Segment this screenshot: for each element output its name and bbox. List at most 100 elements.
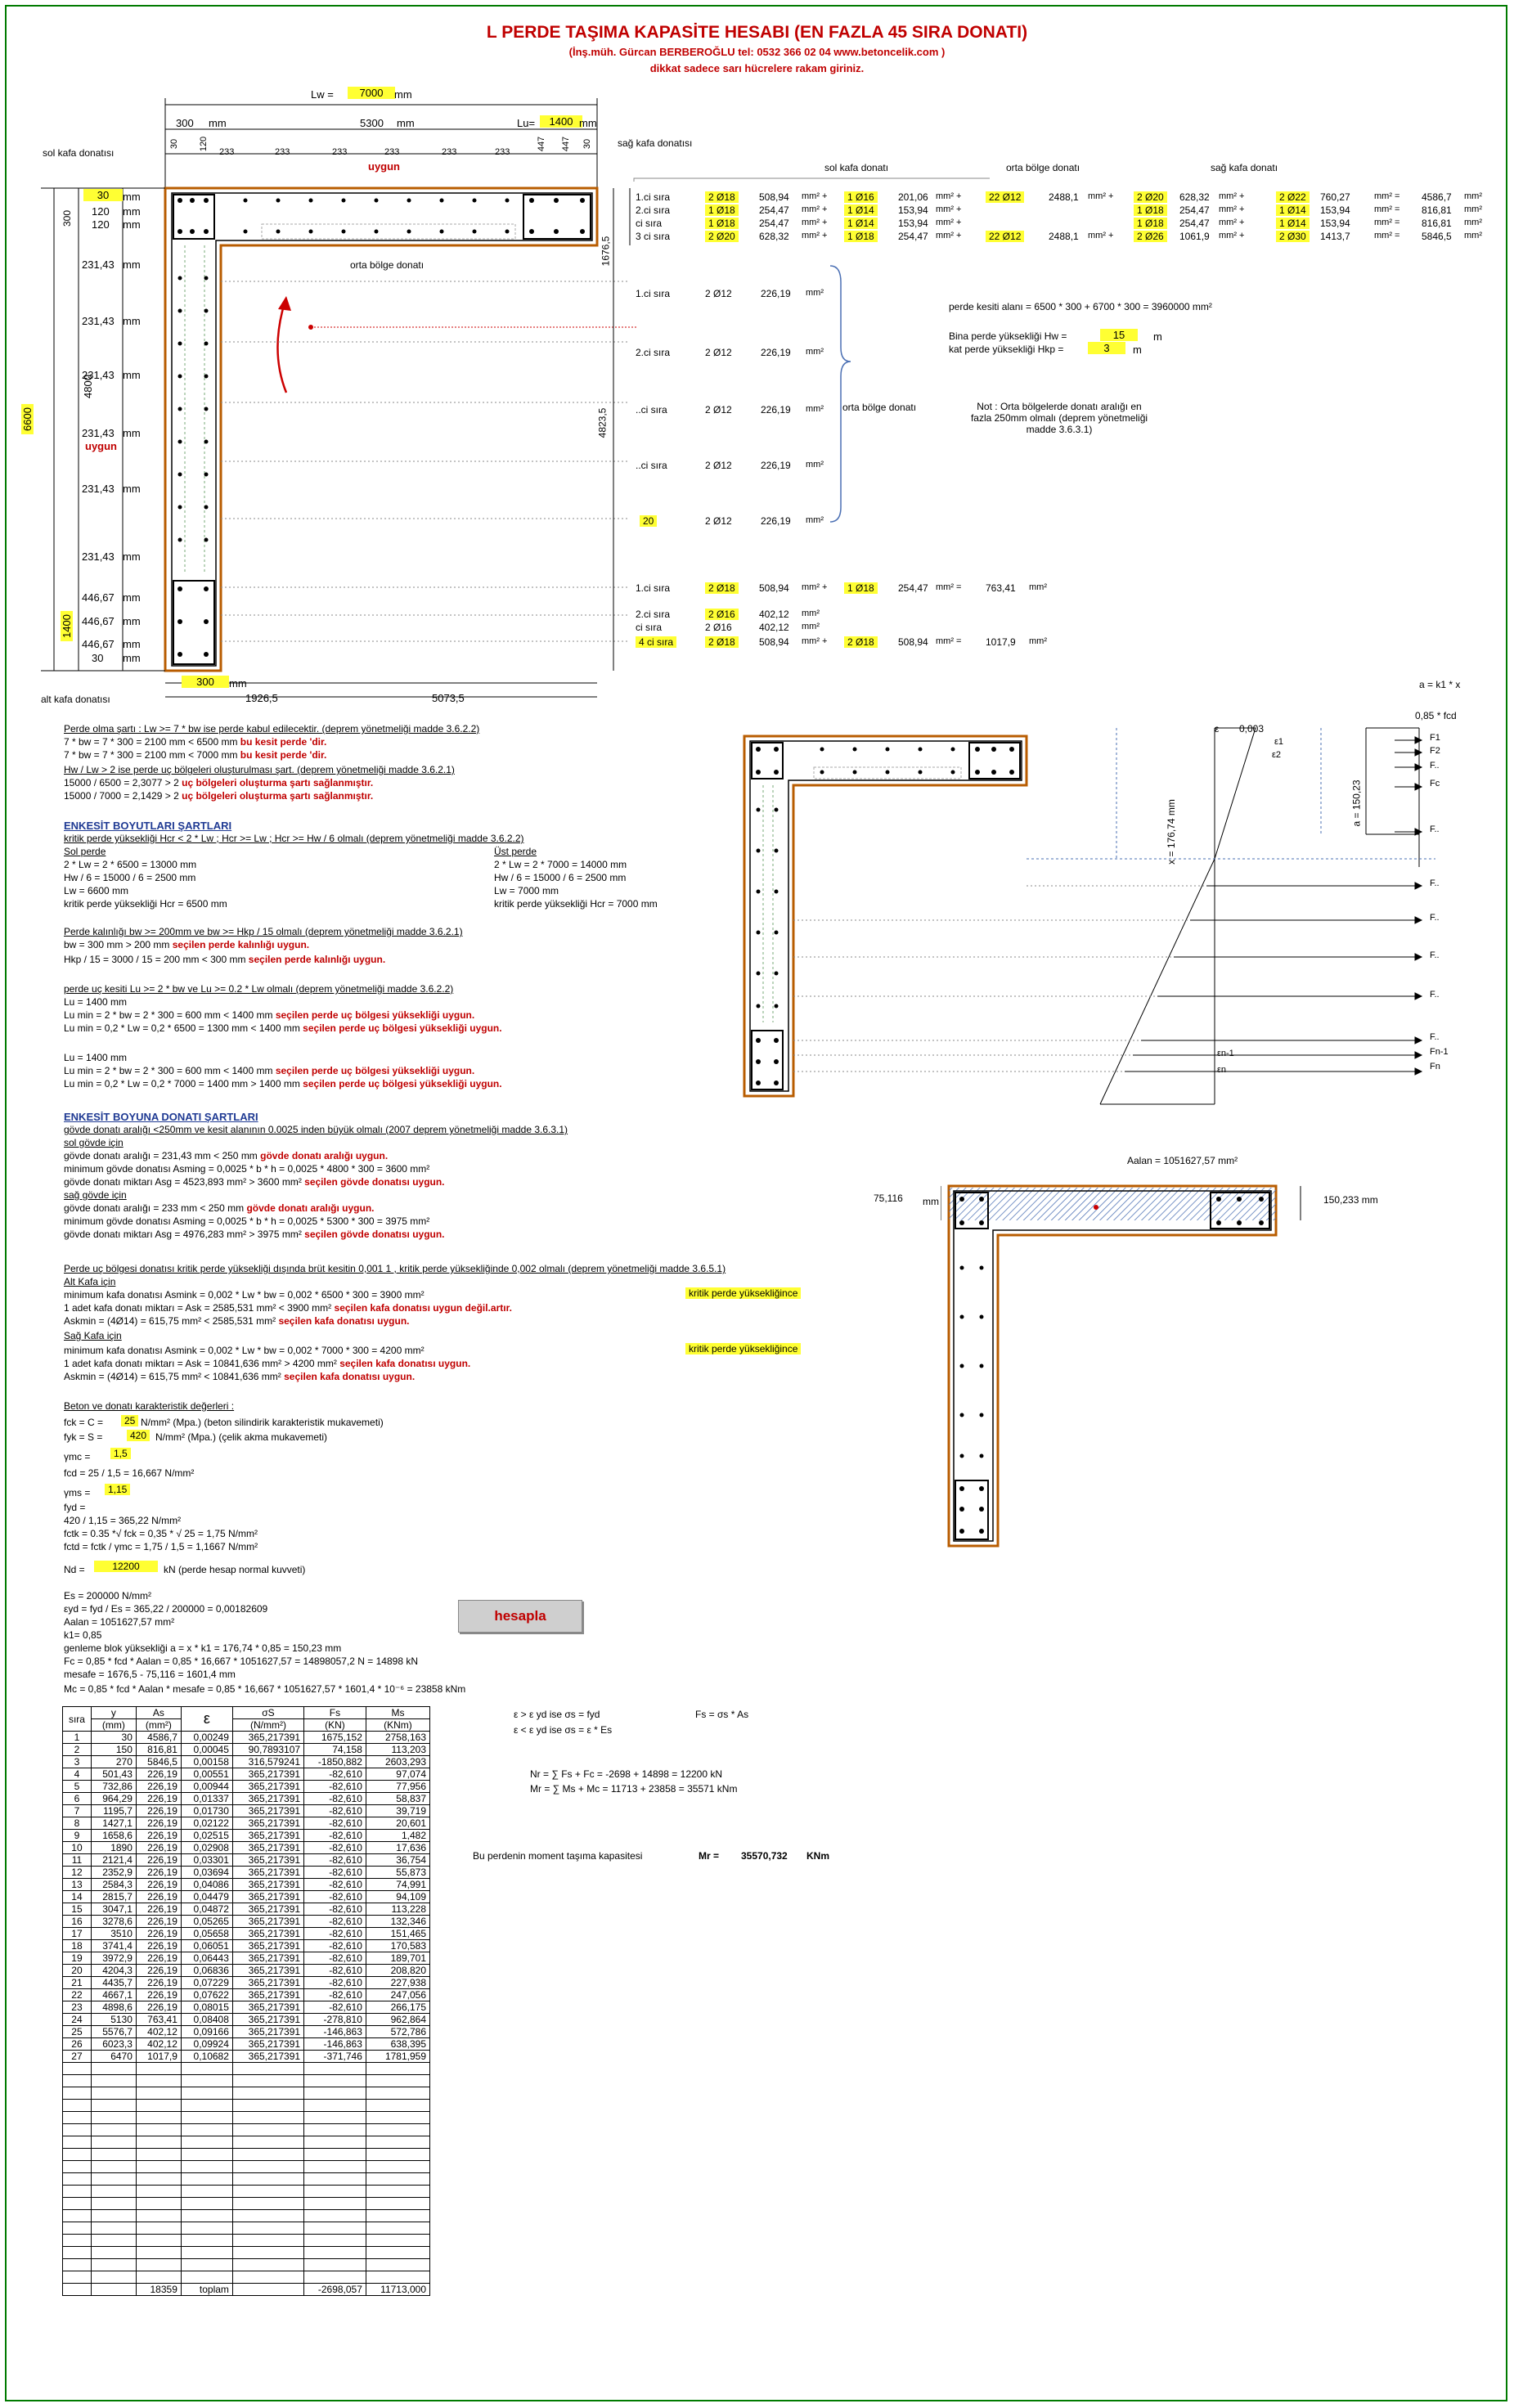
lw-top-input[interactable]: 7000 (348, 87, 395, 99)
gmc-input[interactable]: 1,5 (110, 1448, 131, 1459)
table-row-empty (62, 2160, 431, 2173)
force-label: Fn-1 (1430, 1047, 1449, 1057)
table-cell: 365,217391 (231, 1792, 305, 1805)
rebar-top-sag-e[interactable]: 1 Ø14 (1276, 204, 1310, 216)
left-446-2-unit: mm (123, 615, 141, 627)
table-cell-empty (180, 2197, 233, 2210)
left-231-4-unit: mm (123, 427, 141, 439)
rebar-top-unit: mm² + (802, 218, 828, 227)
table-cell-empty (90, 2123, 137, 2136)
left-30b: 30 (92, 652, 104, 664)
table-cell-empty (303, 2148, 366, 2161)
rebar-top-row-label: 3 ci sıra (636, 231, 671, 242)
unit-fs: (KN) (303, 1718, 366, 1732)
table-cell: 226,19 (135, 1768, 182, 1781)
left-231-6: 231,43 (82, 550, 115, 563)
fyk-input[interactable]: 420 (127, 1430, 151, 1441)
hw-label: Bina perde yüksekliği Hw = (949, 330, 1067, 342)
table-cell-empty (180, 2185, 233, 2198)
force-label: F.. (1430, 990, 1440, 1000)
rebar-mid-bars[interactable]: 2 Ø12 (705, 288, 732, 299)
table-cell: 572,786 (365, 2025, 431, 2038)
rebar-top-total: 5846,5 (1422, 231, 1452, 242)
gms-input[interactable]: 1,15 (105, 1484, 131, 1495)
table-cell: 226,19 (135, 1780, 182, 1793)
rebar-bot-unit: mm² + (802, 582, 828, 592)
hesapla-button[interactable]: hesapla (458, 1600, 582, 1633)
table-cell: 0,08408 (180, 2013, 233, 2026)
nd-label: Nd = (64, 1564, 85, 1575)
alt-kafa-label: alt kafa donatısı (41, 694, 110, 705)
left-30-unit: mm (123, 191, 141, 203)
fc-line: Fc = 0,85 * fcd * Aalan = 0,85 * 16,667 … (64, 1656, 419, 1667)
table-cell: -371,746 (303, 2050, 366, 2063)
table-cell-empty (303, 2074, 366, 2087)
table-cell: 30 (90, 1731, 137, 1744)
rebar-top-sag-d[interactable]: 1 Ø18 (1134, 204, 1167, 216)
fck-input[interactable]: 25 (121, 1415, 139, 1426)
rebar-top-sol-b[interactable]: 1 Ø14 (844, 204, 878, 216)
rebar-bot-a[interactable]: 2 Ø16 (705, 622, 732, 633)
rebar-bot-a[interactable]: 2 Ø16 (705, 609, 739, 620)
table-cell: 226,19 (135, 1927, 182, 1940)
table-row-empty (62, 2271, 431, 2284)
rebar-top-sol-b[interactable]: 1 Ø16 (844, 191, 878, 203)
table-cell: 8 (62, 1817, 92, 1830)
rebar-top-sol-b[interactable]: 1 Ø14 (844, 218, 878, 229)
nd-input[interactable]: 12200 (94, 1561, 158, 1572)
boyuna-l15: Sağ Kafa için (64, 1330, 122, 1341)
aalan-line: Aalan = 1051627,57 mm² (64, 1616, 175, 1628)
rebar-top-sag-d[interactable]: 1 Ø18 (1134, 218, 1167, 229)
table-cell: 0,06443 (180, 1952, 233, 1965)
rebar-top-sag-e[interactable]: 1 Ø14 (1276, 218, 1310, 229)
table-cell-empty (135, 2099, 182, 2112)
status-text: seçilen perde kalınlığı uygun. (172, 939, 310, 950)
rebar-top-sag-d[interactable]: 2 Ø20 (1134, 191, 1167, 203)
table-cell-empty (180, 2258, 233, 2271)
left-231-5: 231,43 (82, 483, 115, 495)
rebar-bot-row-label[interactable]: 4 ci sıra (636, 636, 677, 648)
stress-diagram (743, 727, 1435, 1105)
table-cell: -1850,882 (303, 1755, 366, 1768)
table-cell-empty (180, 2099, 233, 2112)
hkp-input[interactable]: 3 (1088, 342, 1125, 354)
left-30-input[interactable]: 30 (83, 189, 123, 201)
rebar-mid-row-label[interactable]: 20 (640, 515, 658, 527)
table-cell: 226,19 (135, 1829, 182, 1842)
rebar-bot-a[interactable]: 2 Ø18 (705, 582, 739, 594)
rebar-bot-b[interactable]: 2 Ø18 (844, 636, 878, 648)
rebar-bot-b[interactable]: 1 Ø18 (844, 582, 878, 594)
lu-left-input[interactable]: 1400 (60, 611, 73, 641)
col-sira: sıra (62, 1706, 92, 1732)
rebar-top-sol-a[interactable]: 1 Ø18 (705, 218, 739, 229)
rebar-top-orta[interactable]: 22 Ø12 (986, 191, 1025, 203)
lu-top-input[interactable]: 1400 (540, 115, 582, 128)
lw-left-input[interactable]: 6600 (20, 404, 34, 434)
bw-bottom-input[interactable]: 300 (182, 676, 229, 688)
rebar-top-sol-a[interactable]: 2 Ø20 (705, 231, 739, 242)
rebar-top-sag-e[interactable]: 2 Ø22 (1276, 191, 1310, 203)
table-cell: 365,217391 (231, 1866, 305, 1879)
table-cell: 13 (62, 1878, 92, 1891)
table-cell: 11 (62, 1853, 92, 1867)
table-cell: 226,19 (135, 1817, 182, 1830)
rebar-top-sag-d[interactable]: 2 Ø26 (1134, 231, 1167, 242)
rebar-bot-a[interactable]: 2 Ø18 (705, 636, 739, 648)
table-cell: 962,864 (365, 2013, 431, 2026)
rebar-bot-a-area: 508,94 (759, 582, 789, 594)
hw-input[interactable]: 15 (1100, 329, 1138, 341)
rebar-top-orta[interactable]: 22 Ø12 (986, 231, 1025, 242)
table-cell: 365,217391 (231, 1829, 305, 1842)
rebar-top-sag-e[interactable]: 2 Ø30 (1276, 231, 1310, 242)
rebar-top-sol-a[interactable]: 2 Ø18 (705, 191, 739, 203)
rebar-top-sol-a[interactable]: 1 Ø18 (705, 204, 739, 216)
rebar-top-sol-b[interactable]: 1 Ø18 (844, 231, 878, 242)
table-cell: 170,583 (365, 1939, 431, 1952)
capacity-unit: KNm (806, 1850, 830, 1862)
force-label: F.. (1430, 761, 1440, 770)
rebar-top-unit: mm² (1464, 218, 1482, 227)
diag-x: x = 176,74 mm (1165, 799, 1177, 865)
